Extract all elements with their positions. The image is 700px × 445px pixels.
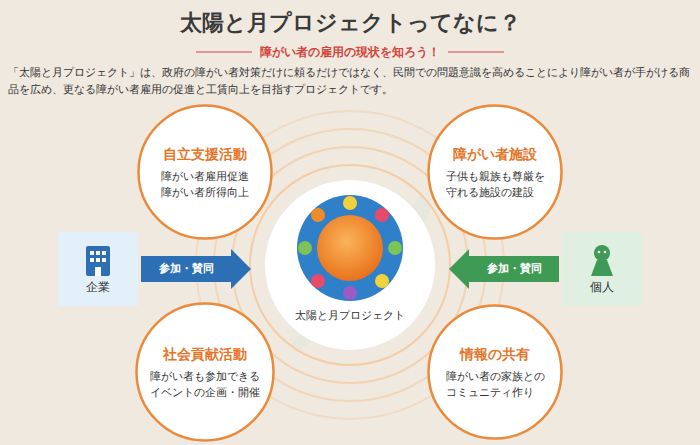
node-content: 社会貢献活動障がい者も参加できる イベントの企画・開催 bbox=[150, 344, 260, 401]
activity-circle: 障がい者施設子供も親族も尊厳を 守れる施設の建設 bbox=[427, 104, 563, 240]
description-text: 「太陽と月プロジェクト」は、政府の障がい者対策だけに頼るだけではなく、民間での問… bbox=[8, 64, 692, 98]
arrow-label: 参加・賛同 bbox=[159, 262, 214, 276]
section-subtitle: 障がい者の雇用の現状を知ろう！ bbox=[252, 45, 448, 59]
logo-figures bbox=[298, 196, 402, 300]
logo-outer-disc bbox=[297, 195, 403, 301]
block-arrow bbox=[449, 249, 559, 289]
box-label: 企業 bbox=[86, 279, 110, 295]
circle-body: 障がい者も参加できる イベントの企画・開催 bbox=[150, 369, 260, 401]
circle-shape bbox=[265, 180, 435, 350]
circle-heading: 自立支援活動 bbox=[161, 144, 249, 164]
circle-heading: 社会貢献活動 bbox=[150, 344, 260, 364]
circle-body: 子供も親族も尊厳を 守れる施設の建設 bbox=[446, 169, 545, 201]
circle-body: 障がい者雇用促進 障がい者所得向上 bbox=[161, 169, 249, 201]
center-disc bbox=[265, 180, 435, 350]
circle-outline bbox=[137, 304, 274, 441]
participant-box: 個人 bbox=[562, 232, 642, 306]
page-title: 太陽と月プロジェクトってなに？ bbox=[0, 8, 700, 38]
circle-outline bbox=[139, 106, 272, 239]
node-content: 情報の共有障がい者の家族との コミュニティ作り bbox=[446, 344, 545, 401]
circle-heading: 障がい者施設 bbox=[446, 144, 545, 164]
box-fill bbox=[562, 232, 642, 306]
center-label: 太陽と月プロジェクト bbox=[295, 308, 405, 323]
box-fill bbox=[58, 232, 138, 306]
circle-heading: 情報の共有 bbox=[446, 344, 545, 364]
project-center-circle: 太陽と月プロジェクト bbox=[265, 180, 435, 350]
description-text: 「太陽と月プロジェクト」は、政府の障がい者対策だけに頼るだけではなく、民間での問… bbox=[8, 66, 690, 96]
node-content: 企業 bbox=[81, 243, 115, 295]
activity-circle: 自立支援活動障がい者雇用促進 障がい者所得向上 bbox=[137, 104, 273, 240]
circle-outline bbox=[429, 106, 562, 239]
logo-sun bbox=[317, 215, 383, 281]
node-content: 自立支援活動障がい者雇用促進 障がい者所得向上 bbox=[161, 144, 249, 201]
node-content: 太陽と月プロジェクト bbox=[295, 308, 405, 323]
box-label: 個人 bbox=[590, 279, 614, 295]
circle-body: 障がい者の家族との コミュニティ作り bbox=[446, 369, 545, 401]
arrow-label: 参加・賛同 bbox=[487, 262, 542, 276]
building-icon bbox=[81, 243, 115, 277]
activity-circle: 社会貢献活動障がい者も参加できる イベントの企画・開催 bbox=[135, 302, 275, 442]
block-arrow bbox=[141, 249, 251, 289]
activity-circle: 情報の共有障がい者の家族との コミュニティ作り bbox=[427, 304, 563, 440]
circle-outline bbox=[429, 306, 562, 439]
section-subtitle: 障がい者の雇用の現状を知ろう！ bbox=[0, 43, 700, 61]
person-icon bbox=[585, 243, 619, 277]
node-content: 障がい者施設子供も親族も尊厳を 守れる施設の建設 bbox=[446, 144, 545, 201]
node-content: 個人 bbox=[585, 243, 619, 295]
participant-box: 企業 bbox=[58, 232, 138, 306]
icon-holder bbox=[585, 243, 619, 279]
icon-holder bbox=[81, 243, 115, 279]
